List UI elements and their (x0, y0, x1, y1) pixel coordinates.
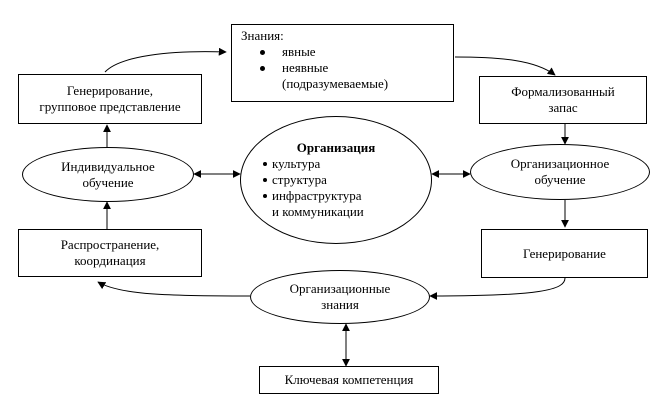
knowledge-item-tacit-note: (подразумеваемые) (282, 76, 389, 91)
core-competence-label: Ключевая компетенция (284, 372, 414, 387)
org-knowledge-ellipse: Организационные знания (250, 270, 430, 324)
org-knowledge-line-2: знания (321, 297, 359, 312)
individual-learning-line-1: Индивидуальное (61, 158, 155, 174)
core-competence-box: Ключевая компетенция (259, 366, 439, 394)
arrow-generation-to-org-knowledge (429, 277, 566, 300)
generation-box: Генерирование (481, 229, 648, 278)
arrow-knowledge-to-formalized (454, 56, 556, 76)
knowledge-title: Знания: (241, 28, 284, 43)
knowledge-box: Знания: явные неявные (подразумеваемые) (231, 24, 454, 102)
knowledge-item-explicit: явные (241, 44, 453, 60)
generation-group-line-2: групповое представление (39, 99, 181, 114)
organization-item-infrastructure: инфраструктура (263, 188, 364, 204)
org-learning-ellipse: Организационное обучение (470, 144, 650, 200)
formalized-stock-box: Формализованный запас (479, 76, 647, 124)
org-learning-line-2: обучение (534, 172, 586, 187)
distribution-line-2: координация (74, 253, 146, 268)
formalized-stock-line-1: Формализованный (511, 84, 615, 99)
knowledge-item-tacit: неявные (241, 60, 453, 76)
distribution-box: Распространение, координация (18, 229, 202, 277)
arrow-org-knowledge-to-distribution (97, 281, 251, 297)
generation-label: Генерирование (523, 245, 606, 261)
organization-list: культура структура инфраструктура и комм… (263, 156, 364, 220)
org-knowledge-line-1: Организационные (289, 281, 391, 296)
generation-group-box: Генерирование, групповое представление (18, 74, 202, 124)
organization-title: Организация (296, 140, 376, 155)
formalized-stock-line-2: запас (548, 100, 578, 115)
arrow-generation-to-knowledge (104, 47, 227, 73)
distribution-line-1: Распространение, (60, 237, 160, 252)
organization-item-communications: и коммуникации (272, 204, 364, 219)
organization-ellipse: Организация культура структура инфрастру… (240, 116, 432, 244)
generation-group-line-1: Генерирование, (66, 83, 154, 98)
org-learning-line-1: Организационное (510, 156, 610, 171)
organization-item-culture: культура (263, 156, 364, 172)
individual-learning-ellipse: Индивидуальное обучение (22, 147, 194, 202)
organization-item-structure: структура (263, 172, 364, 188)
individual-learning-line-2: обучение (82, 174, 134, 190)
